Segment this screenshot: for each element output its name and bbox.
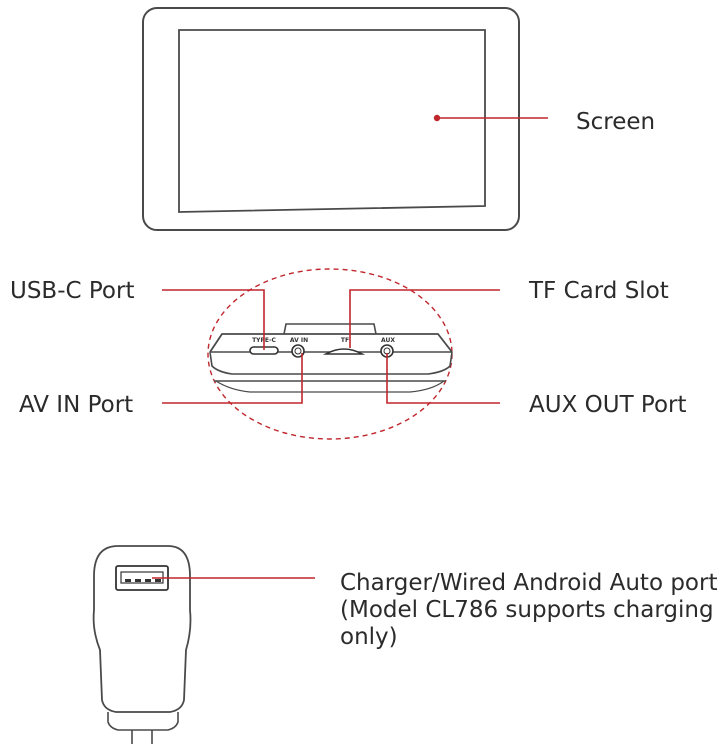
av-in-leader-line (162, 353, 303, 404)
av-in-port-jack (291, 344, 305, 358)
car-charger (92, 545, 192, 744)
port-marking-tf: TF (341, 337, 349, 344)
aux-out-leader-line (386, 353, 500, 404)
usb-c-port-label: USB-C Port (10, 278, 135, 304)
device-bottom-base (209, 351, 453, 375)
display-unit (142, 7, 520, 231)
charger-port-label: Charger/Wired Android Auto port (Model C… (340, 570, 720, 651)
port-marking-av-in: AV IN (290, 337, 308, 344)
device-bottom-edge: TYPE-C AV IN TF AUX (209, 323, 453, 393)
display-bezel (142, 7, 520, 231)
aux-out-port-label: AUX OUT Port (529, 392, 687, 418)
charger-usb-pin-4 (155, 579, 161, 582)
device-bottom-top-ridge (283, 323, 377, 335)
charger-tip (131, 730, 153, 744)
charger-port-label-line1: Charger/Wired Android Auto port (340, 570, 718, 596)
charger-usb-pin-3 (145, 579, 151, 582)
port-marking-aux: AUX (381, 337, 395, 344)
av-in-port-label: AV IN Port (19, 392, 134, 418)
tf-card-leader-line (349, 289, 500, 348)
leader-lines (152, 114, 548, 579)
screen-label: Screen (576, 109, 656, 135)
display-screen-area (178, 29, 486, 213)
charger-port-label-line2: (Model CL786 supports charging only) (340, 597, 714, 650)
av-in-port-jack-inner (294, 347, 302, 355)
charger-head (92, 545, 192, 713)
tf-card-slot-opening (322, 348, 366, 355)
charger-neck (107, 712, 179, 731)
charger-usb-pin-2 (135, 579, 141, 582)
device-bottom-body (209, 333, 453, 353)
charger-usb-pin-1 (125, 579, 131, 582)
usb-c-leader-line (162, 289, 265, 350)
device-bottom-edge-bottom (215, 380, 445, 393)
tf-card-slot-label: TF Card Slot (529, 278, 669, 304)
